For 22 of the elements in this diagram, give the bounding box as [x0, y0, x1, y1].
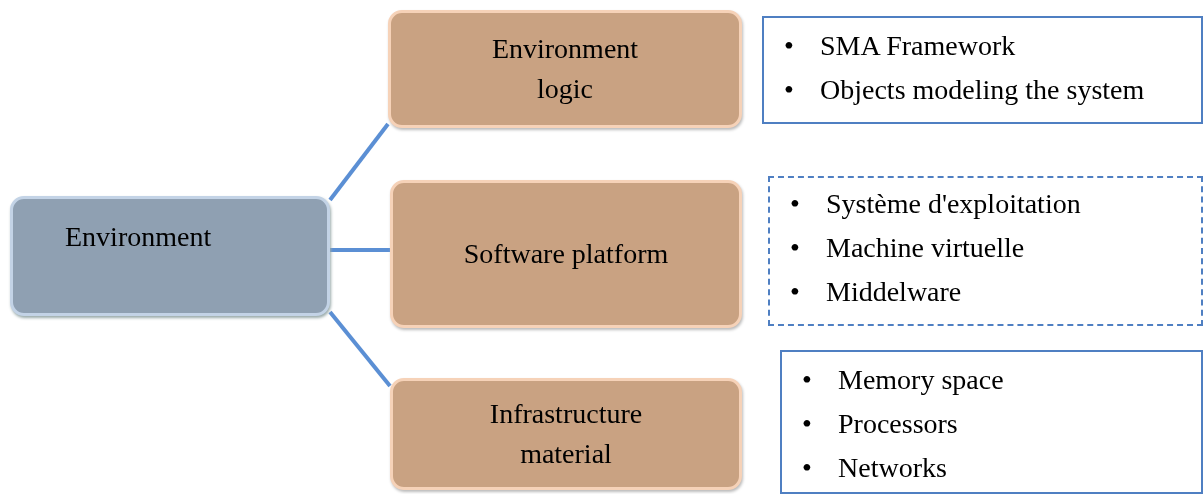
node-label: Infrastructure material	[488, 397, 644, 471]
category-box	[388, 10, 742, 128]
bullet-item: • Machine virtuelle	[790, 231, 1026, 265]
bullet-item: • Objects modeling the system	[784, 73, 1146, 107]
bullet-item: • Networks	[802, 451, 948, 485]
node-label: Software platform	[462, 237, 670, 271]
bullet-item: • Processors	[802, 407, 959, 441]
connector-line	[328, 122, 390, 202]
list-box	[762, 16, 1203, 124]
list-box	[780, 350, 1203, 494]
connector-line	[330, 248, 390, 252]
list-box	[768, 176, 1203, 326]
root-box	[10, 196, 330, 316]
category-box	[390, 378, 742, 490]
connector-line	[328, 310, 392, 388]
node-label: Environment	[65, 220, 212, 254]
node-label: Environment logic	[490, 32, 640, 106]
bullet-item: • SMA Framework	[784, 29, 1017, 63]
bullet-item: • Système d'exploitation	[790, 187, 1082, 221]
category-box	[390, 180, 742, 328]
bullet-item: • Middelware	[790, 275, 963, 309]
bullet-item: • Memory space	[802, 363, 1005, 397]
